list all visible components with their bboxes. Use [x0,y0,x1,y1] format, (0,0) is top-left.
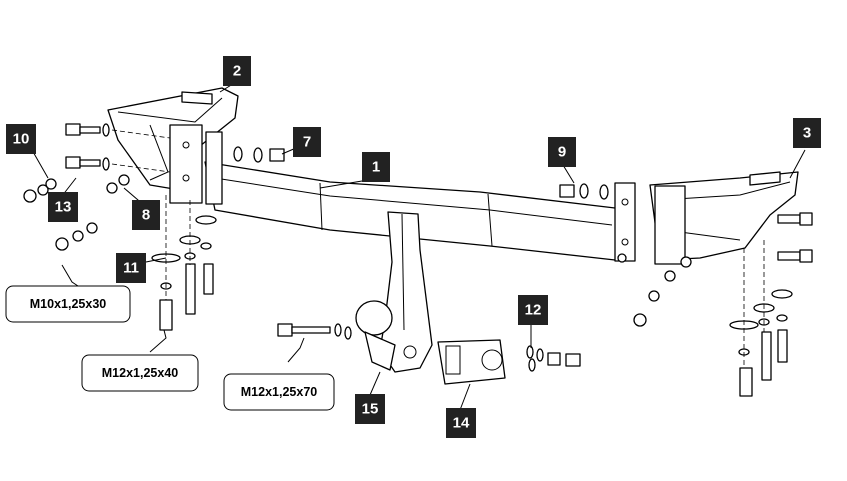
part-label-2: 2 [223,56,251,86]
svg-text:8: 8 [142,207,150,224]
part-label-8: 8 [132,200,160,230]
svg-text:M10x1,25x30: M10x1,25x30 [30,297,107,311]
svg-text:15: 15 [362,401,379,418]
svg-text:12: 12 [525,302,542,319]
svg-text:13: 13 [55,199,72,216]
svg-text:10: 10 [13,131,30,148]
leader-lines [31,81,806,411]
part-label-14: 14 [446,408,476,438]
svg-text:M12x1,25x40: M12x1,25x40 [102,366,179,380]
part-label-15: 15 [355,394,385,424]
tow-hitch [355,211,433,373]
spec-callout-m12-40: M12x1,25x40 [81,354,199,392]
left-bracket [107,87,239,205]
socket-plate [437,339,506,385]
svg-text:14: 14 [453,415,470,432]
svg-text:2: 2 [233,63,241,80]
part-label-1: 1 [362,152,390,182]
svg-text:1: 1 [372,159,380,176]
part-label-9: 9 [548,137,576,167]
part-label-3: 3 [793,118,821,148]
part-label-10: 10 [6,124,36,154]
svg-text:3: 3 [803,125,811,142]
part-label-13: 13 [48,192,78,222]
part-label-12: 12 [518,295,548,325]
fasteners [23,123,813,397]
svg-text:11: 11 [123,260,139,277]
spec-callout-m10: M10x1,25x30 [5,285,131,323]
svg-text:9: 9 [558,144,566,161]
spec-callout-m12-70: M12x1,25x70 [223,373,335,411]
svg-text:7: 7 [303,134,311,151]
part-label-11: 11 [116,253,146,283]
part-label-7: 7 [293,127,321,157]
right-bracket [614,171,799,265]
svg-text:M12x1,25x70: M12x1,25x70 [241,385,318,399]
